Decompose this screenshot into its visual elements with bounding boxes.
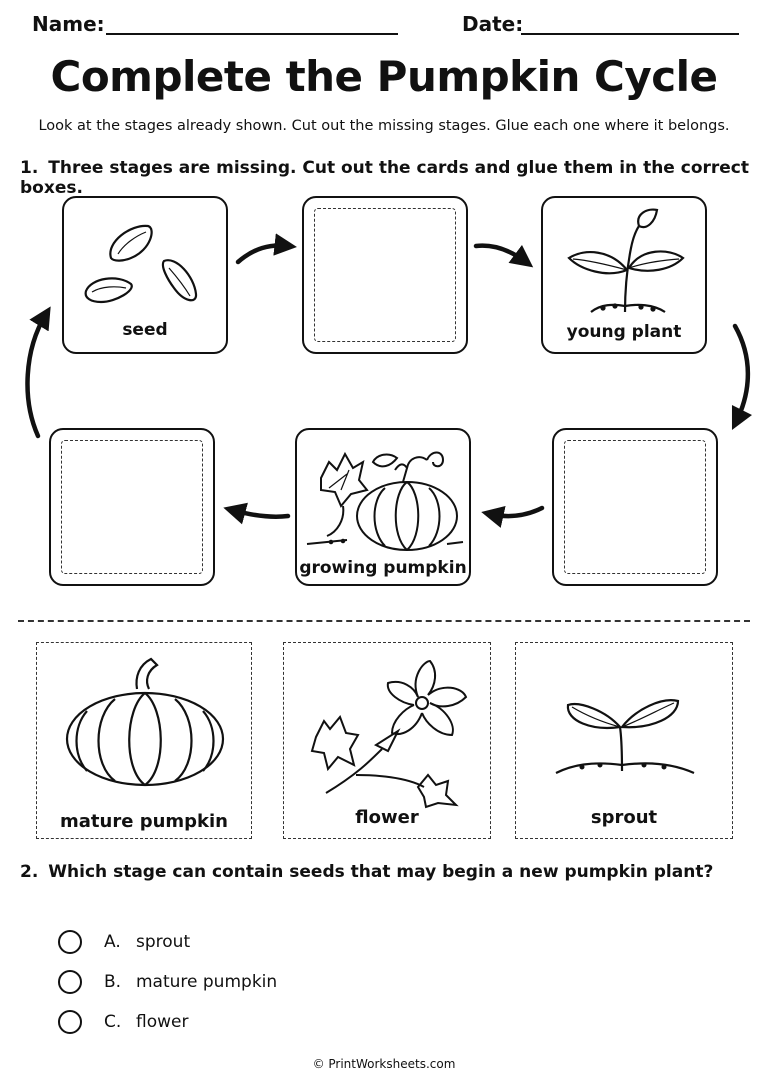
young-plant-card: young plant: [541, 196, 707, 354]
missing-stage-box-2[interactable]: [552, 428, 718, 586]
question-1-text: Three stages are missing. Cut out the ca…: [20, 158, 750, 198]
option-text: flower: [136, 1012, 189, 1032]
pumpkin-icon: [65, 657, 225, 787]
option-letter: A.: [104, 932, 121, 952]
option-text: mature pumpkin: [136, 972, 278, 992]
glue-area: [564, 440, 706, 574]
question-2: 2. Which stage can contain seeds that may…: [20, 862, 713, 882]
option-b[interactable]: B. mature pumpkin: [58, 970, 277, 994]
growing-pumpkin-icon: [306, 451, 464, 551]
name-label: Name:: [32, 12, 105, 36]
cutout-label: sprout: [590, 807, 658, 828]
arrow-box1-to-young-plant: [473, 243, 534, 268]
question-2-number: 2.: [20, 862, 39, 882]
footer-copyright: © PrintWorksheets.com: [312, 1057, 456, 1071]
page-title: Complete the Pumpkin Cycle: [50, 52, 719, 101]
young-plant-label: young plant: [566, 322, 682, 342]
date-label: Date:: [462, 12, 524, 36]
arrow-growing-pumpkin-to-box3: [223, 502, 291, 525]
question-1: 1.Three stages are missing. Cut out the …: [20, 158, 768, 198]
option-text: sprout: [136, 932, 191, 952]
seed-label: seed: [122, 320, 168, 340]
cycle-arrows: [25, 233, 753, 528]
date-line[interactable]: [521, 33, 739, 35]
question-1-number: 1.: [20, 158, 39, 178]
arrow-box2-to-growing-pumpkin: [481, 505, 545, 528]
instructions: Look at the stages already shown. Cut ou…: [38, 118, 730, 134]
option-letter: B.: [104, 972, 122, 992]
glue-area: [314, 208, 456, 342]
missing-stage-box-3[interactable]: [49, 428, 215, 586]
sprout-icon: [555, 699, 695, 775]
young-plant-icon: [567, 208, 685, 313]
question-2-text: Which stage can contain seeds that may b…: [48, 862, 714, 882]
option-c[interactable]: C. flower: [58, 1010, 188, 1034]
option-a[interactable]: A. sprout: [58, 930, 190, 954]
cutout-card-flower[interactable]: flower: [283, 642, 491, 839]
name-line[interactable]: [106, 33, 398, 35]
cutout-label: mature pumpkin: [60, 811, 228, 832]
growing-pumpkin-label: growing pumpkin: [299, 558, 467, 578]
seeds-icon: [84, 224, 198, 304]
cutout-card-sprout[interactable]: sprout: [515, 642, 733, 839]
option-c-radio[interactable]: [58, 1010, 82, 1034]
arrow-box3-to-seed: [25, 306, 51, 439]
option-a-radio[interactable]: [58, 930, 82, 954]
glue-area: [61, 440, 203, 574]
cutout-label: flower: [355, 807, 419, 828]
missing-stage-box-1[interactable]: [302, 196, 468, 354]
arrow-young-plant-to-box2: [731, 323, 753, 431]
option-b-radio[interactable]: [58, 970, 82, 994]
growing-pumpkin-card: growing pumpkin: [295, 428, 471, 586]
arrow-seed-to-box1: [235, 233, 297, 265]
option-letter: C.: [104, 1012, 122, 1032]
cutout-card-mature-pumpkin[interactable]: mature pumpkin: [36, 642, 252, 839]
flower-icon: [310, 659, 468, 809]
seed-card: seed: [62, 196, 228, 354]
cut-line-separator: [18, 620, 750, 622]
